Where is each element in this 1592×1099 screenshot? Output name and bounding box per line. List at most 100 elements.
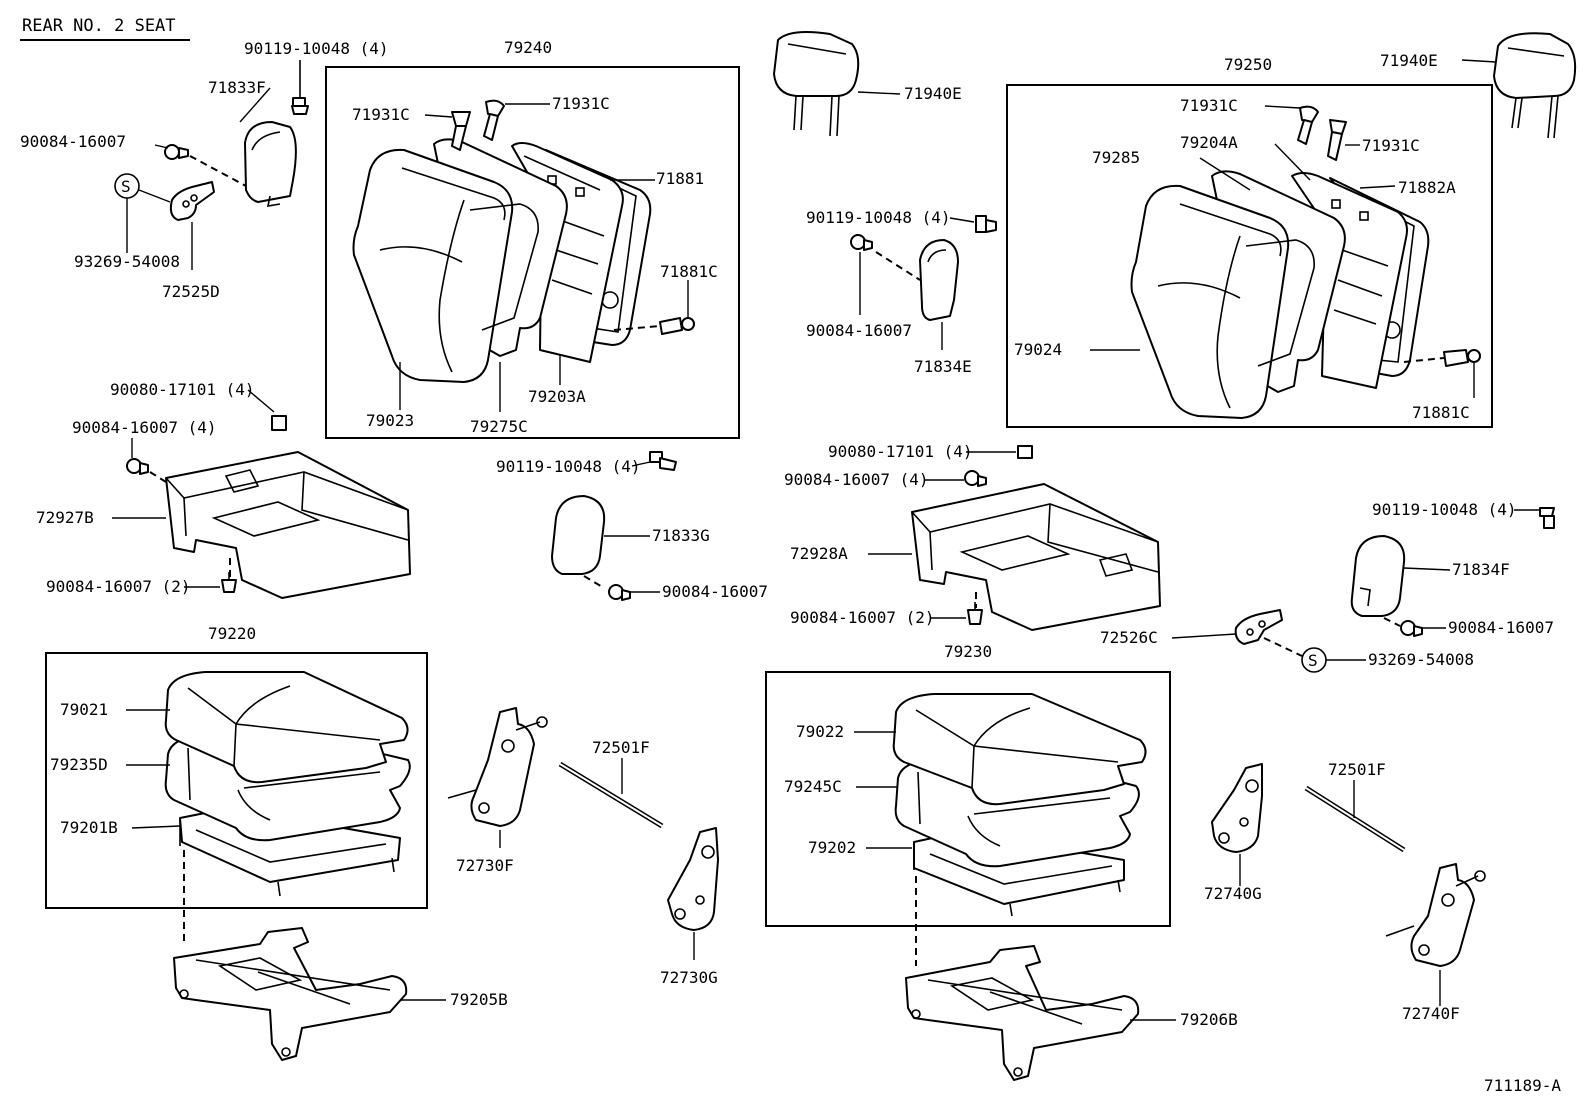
group-box-79230 <box>765 671 1171 927</box>
clip-71931C-a <box>451 111 471 151</box>
label-90119-10048-4-a: 90119-10048 (4) <box>244 39 389 58</box>
seat-track-79205B <box>173 927 408 1061</box>
dash-line-c <box>875 251 921 281</box>
clip-71881C-b <box>1443 349 1481 367</box>
label-71940E-b: 71940E <box>1380 51 1438 70</box>
bolt-90084-2-b <box>967 602 983 625</box>
leader-79201B <box>131 825 181 829</box>
label-90084-16007-b: 90084-16007 <box>806 321 912 340</box>
leader-71940E-b <box>1461 59 1497 63</box>
label-79250: 79250 <box>1224 55 1272 74</box>
label-79205B: 79205B <box>450 990 508 1009</box>
nut-90080-17101-b <box>1017 445 1033 459</box>
nut-90084-a <box>164 144 189 160</box>
leader-90119-b <box>949 217 975 223</box>
dash-line-i <box>1383 617 1401 627</box>
label-90084-16007-2-b: 90084-16007 (2) <box>790 608 935 627</box>
seatback-cover-79023 <box>352 148 539 383</box>
label-93269-54008-b: 93269-54008 <box>1368 650 1474 669</box>
headrest-71940E-b <box>1493 32 1577 139</box>
seat-track-79206B <box>905 945 1140 1081</box>
label-90119-10048-4-d: 90119-10048 (4) <box>1372 500 1517 519</box>
leader-s-a <box>138 189 171 203</box>
label-90084-16007-2-a: 90084-16007 (2) <box>46 577 191 596</box>
label-71834F: 71834F <box>1452 560 1510 579</box>
label-90084-16007-4-b: 90084-16007 (4) <box>784 470 929 489</box>
label-79203A: 79203A <box>528 387 586 406</box>
bracket-72526C <box>1234 609 1283 645</box>
bolt-90084-d <box>1400 620 1423 637</box>
label-90119-10048-4-b: 90119-10048 (4) <box>806 208 951 227</box>
leader-79204A <box>1274 143 1311 181</box>
leader-90080-a <box>247 389 275 413</box>
hinge-cover-71833G <box>551 495 606 575</box>
dash-line-a <box>189 155 247 187</box>
clip-71931C-c <box>1297 105 1319 145</box>
label-79206B: 79206B <box>1180 1010 1238 1029</box>
label-79201B: 79201B <box>60 818 118 837</box>
label-93269-54008-a: 93269-54008 <box>74 252 180 271</box>
dash-line-j <box>1263 637 1303 657</box>
label-71834E: 71834E <box>914 357 972 376</box>
hinge-cover-71833F <box>244 121 297 207</box>
recliner-72740G <box>1211 763 1263 853</box>
label-79230: 79230 <box>944 642 992 661</box>
label-72730F: 72730F <box>456 856 514 875</box>
diagram-title: REAR NO. 2 SEAT <box>22 16 176 36</box>
leader-71834F <box>1403 567 1451 571</box>
clip-71881C-a <box>659 317 695 335</box>
label-72740F: 72740F <box>1402 1004 1460 1023</box>
label-79220: 79220 <box>208 624 256 643</box>
label-71940E-a: 71940E <box>904 84 962 103</box>
label-79285: 79285 <box>1092 148 1140 167</box>
recliner-72730G <box>667 827 719 931</box>
label-71931C-d: 71931C <box>1362 136 1420 155</box>
dash-line-d <box>1403 357 1445 363</box>
label-90084-16007-4-a: 90084-16007 (4) <box>72 418 217 437</box>
label-79235D: 79235D <box>50 755 108 774</box>
recliner-72730F <box>447 707 548 827</box>
label-79021: 79021 <box>60 700 108 719</box>
cushion-frame-72927B <box>165 451 411 599</box>
label-90084-16007-a: 90084-16007 <box>20 132 126 151</box>
dash-line-e <box>149 471 167 483</box>
leader-90119-c <box>631 461 651 467</box>
hinge-cover-71834E <box>919 239 959 321</box>
dash-line-g <box>583 575 605 589</box>
seatback-cover-79024 <box>1130 184 1315 419</box>
group-box-79240 <box>325 66 740 439</box>
leader-79285 <box>1199 157 1251 191</box>
bolt-90119-d <box>1539 507 1555 529</box>
label-90084-16007-d: 90084-16007 <box>1448 618 1554 637</box>
label-79202: 79202 <box>808 838 856 857</box>
label-72730G: 72730G <box>660 968 718 987</box>
label-79204A: 79204A <box>1180 133 1238 152</box>
leader-90084-a <box>154 144 169 149</box>
svg-text:S: S <box>1308 651 1318 670</box>
label-90080-17101-4-a: 90080-17101 (4) <box>110 380 255 399</box>
label-79240: 79240 <box>504 38 552 57</box>
cushion-frame-72928A <box>911 483 1161 631</box>
label-72526C: 72526C <box>1100 628 1158 647</box>
label-71931C-a: 71931C <box>352 105 410 124</box>
leader-71931C-c <box>1264 105 1301 109</box>
bracket-72525D <box>169 181 215 221</box>
rod-72501F-a <box>558 761 664 829</box>
clip-71931C-b <box>483 99 505 141</box>
label-71881: 71881 <box>656 169 704 188</box>
label-90084-16007-c: 90084-16007 <box>662 582 768 601</box>
leader-71931C-a <box>424 114 453 118</box>
label-79022: 79022 <box>796 722 844 741</box>
leader-71833F <box>239 87 271 123</box>
cushion-cover-79022 <box>892 693 1147 806</box>
bolt-90084-2-a <box>221 572 237 593</box>
leader-72526C <box>1171 633 1237 639</box>
label-79024: 79024 <box>1014 340 1062 359</box>
bolt-90119-c <box>649 451 677 471</box>
seatback-frame-79204A <box>1291 172 1408 389</box>
leader-71882A <box>1359 185 1396 189</box>
bolt-90084-c <box>608 584 631 601</box>
label-90119-10048-4-c: 90119-10048 (4) <box>496 457 641 476</box>
label-71833F: 71833F <box>208 78 266 97</box>
